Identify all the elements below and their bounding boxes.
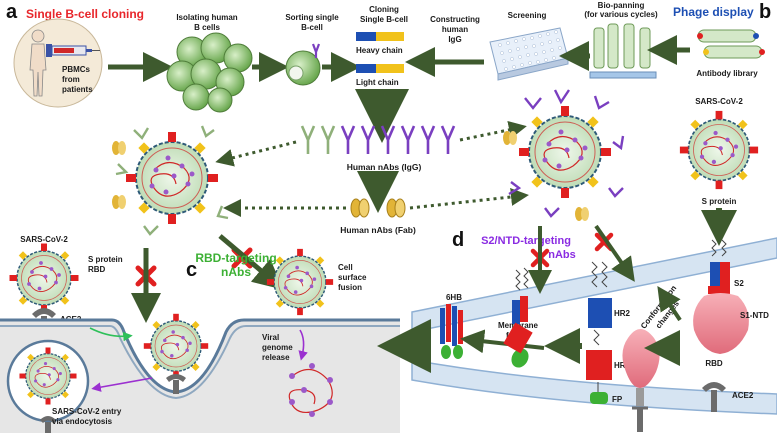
pbmcs-label-3: patients [62, 85, 93, 94]
virion-endocytosis-pit [143, 313, 209, 379]
panel-d-letter: d [452, 229, 464, 251]
rbd-targeting-title-1: RBD-targeting [195, 251, 276, 265]
viral-genome-label-1: Viral [262, 333, 279, 342]
sixhb-label: 6HB [446, 293, 462, 302]
nabs-fab-label: Human nAbs (Fab) [340, 225, 416, 235]
virion-surface-fusion [266, 248, 334, 316]
heavy-chain-plasmid [356, 32, 404, 41]
s2-intermediate [503, 267, 533, 368]
pbmcs-label-2: from [62, 75, 80, 84]
panel-a-letter: a [6, 1, 18, 23]
biopanning-label-1: Bio-panning [598, 1, 645, 10]
screening-plate-icon [489, 27, 569, 81]
virion-neutralized-right [503, 89, 625, 221]
endosome-vesicle [6, 339, 90, 433]
rbd-targeting-title-2: nAbs [221, 265, 251, 279]
fab-antibody-group [350, 198, 406, 218]
sars-cov2-right-label: SARS-CoV-2 [695, 97, 743, 106]
pbmcs-label-1: PBMCs [62, 65, 91, 74]
sars-cov2-left-label: SARS-CoV-2 [20, 235, 68, 244]
cell-surface-fusion-label-1: Cell [338, 263, 353, 272]
rbd-label: RBD [705, 359, 723, 368]
spike-prefusion [693, 239, 749, 354]
igg-antibody-group [300, 125, 456, 154]
endocytosis-label-1: SARS-CoV-2 entry [52, 407, 122, 416]
dotted-arrow-fab-right [409, 188, 529, 210]
s1-ntd-label: S1-NTD [740, 311, 769, 320]
nabs-igg-label: Human nAbs (IgG) [347, 162, 422, 172]
isolating-label-1: Isolating human [176, 13, 237, 22]
ace2-receptor-pit [166, 374, 186, 394]
biopanning-icon [589, 23, 657, 79]
phage-display-title: Phage display [673, 5, 754, 19]
viral-genome-label-2: genome [262, 343, 293, 352]
hr1-label: HR1 [614, 361, 631, 370]
hr2-label: HR2 [614, 309, 631, 318]
s2ntd-title-2: nAbs [548, 249, 576, 261]
patient-illustration [13, 18, 103, 108]
heavy-chain-label: Heavy chain [356, 46, 403, 55]
virion-free-left [8, 242, 80, 314]
isolating-label-2: B cells [194, 23, 220, 32]
s2-prehairpin [586, 261, 612, 404]
s-protein-rbd-label-1: S protein [88, 255, 123, 264]
s2ntd-title-1: S2/NTD-targeting [481, 235, 571, 247]
arrow-ace2-to-pit [89, 327, 133, 342]
cell-surface-fusion-label-2: surface [338, 273, 367, 282]
panel-b-letter: b [759, 1, 771, 23]
cloning-label-2: Single B-cell [360, 15, 408, 24]
constructing-label-2: human [442, 25, 468, 34]
s1-rbd-bound [622, 329, 660, 432]
cell-surface-fusion-label-3: fusion [338, 283, 362, 292]
light-chain-label: Light chain [356, 78, 399, 87]
single-bcell [285, 43, 321, 86]
arrow-genome-release [298, 329, 308, 361]
virion-neutralized-left [112, 125, 229, 236]
constructing-label-1: Constructing [430, 15, 480, 24]
arrow-s2-down-2 [594, 224, 635, 282]
ace2-receptor-right [702, 382, 726, 412]
light-chain-plasmid [356, 64, 404, 73]
cloning-label-1: Cloning [369, 5, 399, 14]
virion-free-right [679, 110, 759, 190]
biopanning-label-2: (for various cycles) [584, 10, 658, 19]
fp-label: FP [612, 395, 623, 404]
antibody-library-label: Antibody library [696, 69, 758, 78]
single-bcell-title: Single B-cell cloning [26, 7, 144, 21]
viral-genome-label-3: release [262, 353, 290, 362]
syringe-icon [46, 44, 100, 57]
endocytosis-label-2: via endocytosis [52, 417, 113, 426]
bcell-cluster [166, 32, 253, 113]
constructing-label-3: IgG [448, 35, 461, 44]
arrow-conformation [657, 286, 682, 322]
s-protein-right-label: S protein [702, 197, 737, 206]
arrow-pit-to-endosome [91, 377, 153, 392]
s2-label: S2 [734, 279, 744, 288]
arrow-virion-to-surface [218, 234, 284, 290]
sorting-label-2: B-cell [301, 23, 323, 32]
panel-c-letter: c [186, 259, 197, 281]
antibody-library-icon [697, 29, 765, 59]
viral-genome-icon [288, 363, 333, 417]
s-protein-rbd-label-2: RBD [88, 265, 106, 274]
ace2-right-label: ACE2 [732, 391, 754, 400]
dotted-arrow-igg-left [215, 140, 297, 167]
screening-label: Screening [508, 11, 547, 20]
sorting-label-1: Sorting single [285, 13, 339, 22]
dotted-arrow-igg-right [459, 121, 527, 142]
